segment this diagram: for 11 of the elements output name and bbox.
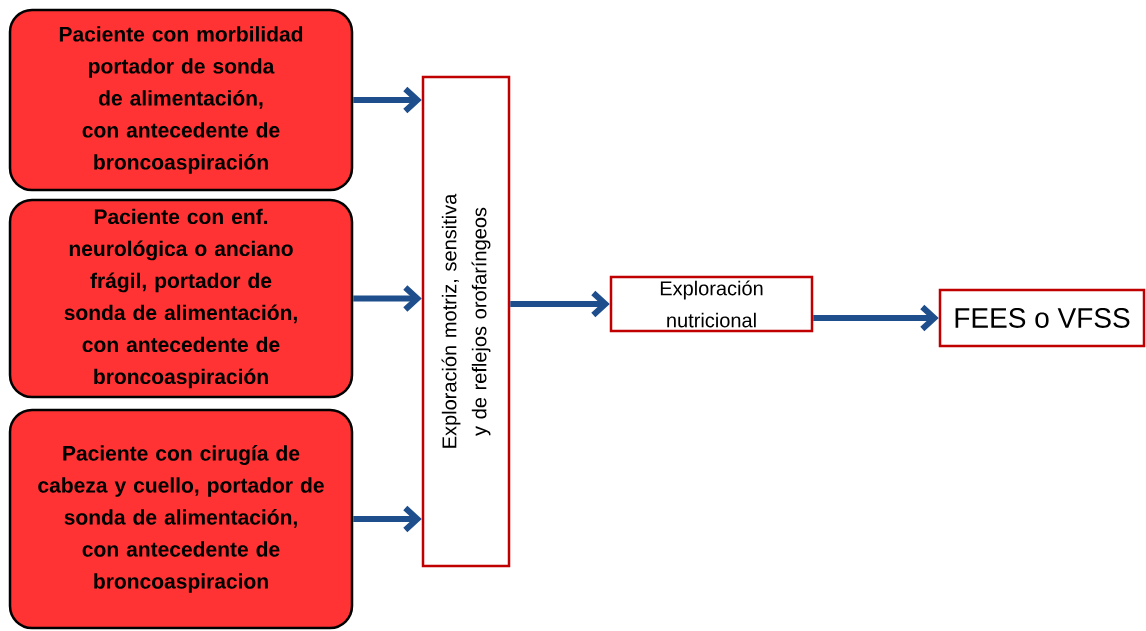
arrow	[353, 505, 422, 533]
patient-box: Paciente con enf. neurológica o anciano frágil, portador de sonda de alimentación, con antecedente de broncoaspiración	[8, 198, 354, 399]
arrow	[510, 290, 610, 318]
process-box: Exploración nutricional	[609, 275, 814, 333]
arrow	[813, 304, 939, 332]
exploration-box: Exploración motriz, sensitiva y de reflejos orofaríngeos	[421, 75, 511, 568]
arrow	[353, 285, 422, 312]
arrow	[353, 86, 422, 114]
patient-box: Paciente con morbilidad portador de sonda de alimentación, con antecedente de broncoaspiración	[8, 8, 354, 192]
patient-box: Paciente con cirugía de cabeza y cuello, portador de sonda de alimentación, con antecedente de broncoaspiracion	[8, 408, 354, 630]
result-box: FEES o VFSS	[938, 288, 1146, 348]
